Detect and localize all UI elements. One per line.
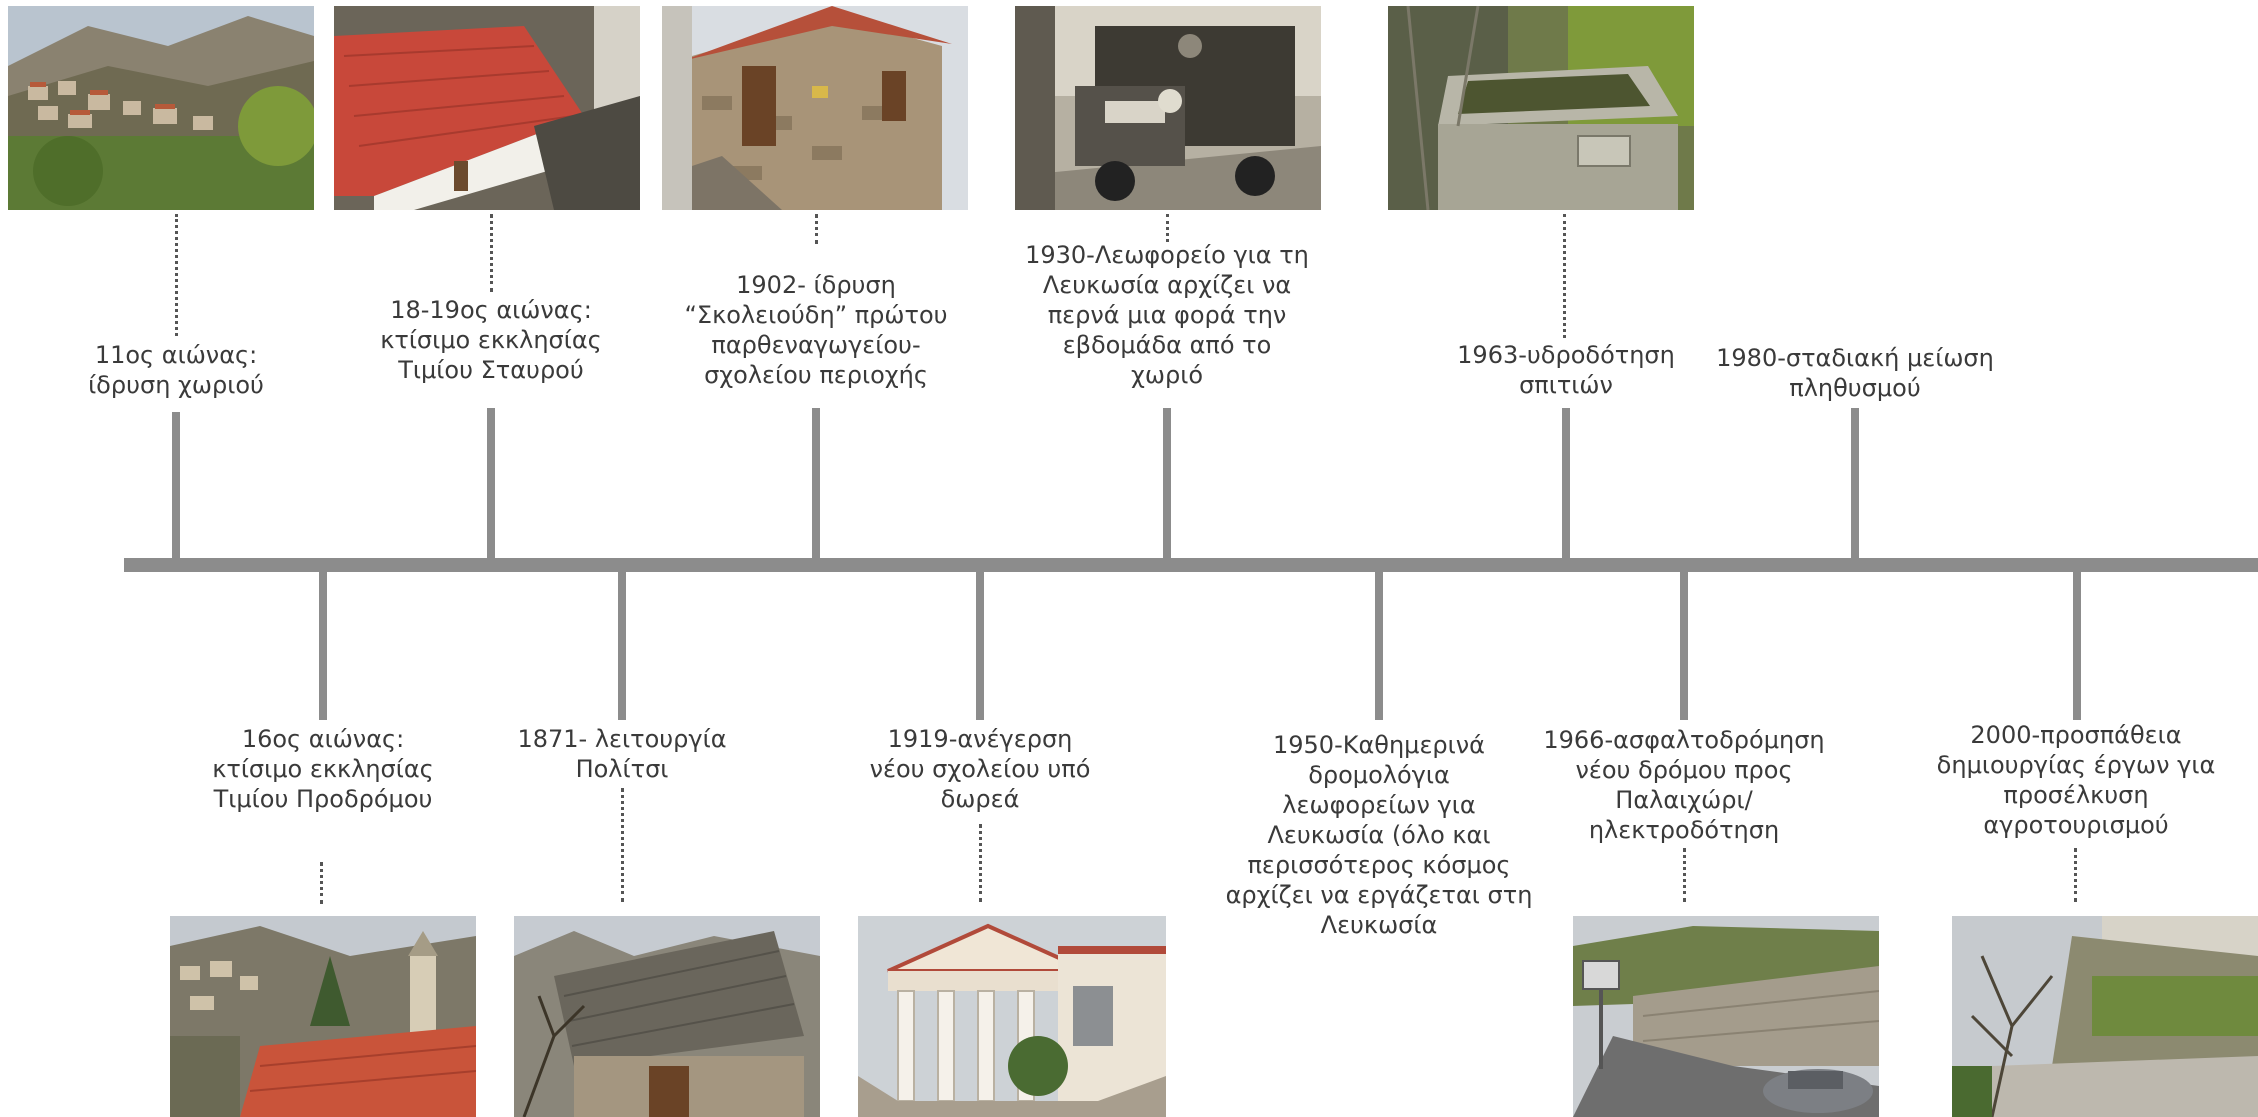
connector-dots: [621, 788, 624, 902]
tick-top-4: [1163, 408, 1171, 562]
event-label: 1930-Λεωφορείο για τη Λευκωσία αρχίζει ν…: [1025, 241, 1309, 389]
connector-dots: [2074, 848, 2077, 902]
tick-top-5: [1562, 408, 1570, 562]
tick-top-3: [812, 408, 820, 562]
tick-bottom-5: [1680, 566, 1688, 720]
event-label: 1902- ίδρυση “Σκολειούδη” πρώτου παρθενα…: [684, 271, 948, 389]
vintage-bus-photo: [1015, 6, 1321, 210]
stone-school-photo: [662, 6, 968, 210]
connector-dots: [175, 214, 178, 336]
stone-building-photo: [514, 916, 820, 1117]
connector-dots: [1563, 214, 1566, 338]
tick-top-2: [487, 408, 495, 562]
event-label: 16ος αιώνας: κτίσιμο εκκλησίας Τιμίου Πρ…: [212, 725, 434, 813]
event-label: 1963-υδροδότηση σπιτιών: [1457, 341, 1675, 399]
water-fountain-photo: [1388, 6, 1694, 210]
event-label: 1871- λειτουργία Πολίτσι: [517, 725, 727, 783]
connector-dots: [1683, 848, 1686, 902]
tick-bottom-3: [976, 566, 984, 720]
connector-dots: [979, 824, 982, 902]
timeline-axis: [124, 558, 2258, 572]
event-label: 1966-ασφαλτοδρόμηση νέου δρόμου προς Παλ…: [1543, 726, 1825, 844]
neoclassical-school-photo: [858, 916, 1166, 1117]
tick-top-6: [1851, 408, 1859, 562]
tick-bottom-2: [618, 566, 626, 720]
mountain-village-photo: [8, 6, 314, 210]
village-church-bell-tower-photo: [170, 916, 476, 1117]
connector-dots: [1166, 214, 1169, 242]
village-square-photo: [1952, 916, 2258, 1117]
tick-bottom-4: [1375, 566, 1383, 720]
event-label: 2000-προσπάθεια δημιουργίας έργων για πρ…: [1936, 721, 2216, 839]
tick-bottom-1: [319, 566, 327, 720]
tick-top-1: [172, 412, 180, 562]
connector-dots: [815, 214, 818, 244]
event-label: 1980-σταδιακή μείωση πληθυσμού: [1716, 344, 1994, 402]
event-label: 1919-ανέγερση νέου σχολείου υπό δωρεά: [869, 725, 1091, 813]
connector-dots: [320, 862, 323, 904]
tick-bottom-6: [2073, 566, 2081, 720]
event-label: 18-19ος αιώνας: κτίσιμο εκκλησίας Τιμίου…: [380, 296, 602, 384]
event-label: 11ος αιώνας: ίδρυση χωριού: [88, 341, 264, 399]
event-label: 1950-Καθημερινά δρομολόγια λεωφορείων γι…: [1225, 731, 1533, 939]
connector-dots: [490, 214, 493, 292]
asphalt-road-photo: [1573, 916, 1879, 1117]
church-red-roof-photo: [334, 6, 640, 210]
